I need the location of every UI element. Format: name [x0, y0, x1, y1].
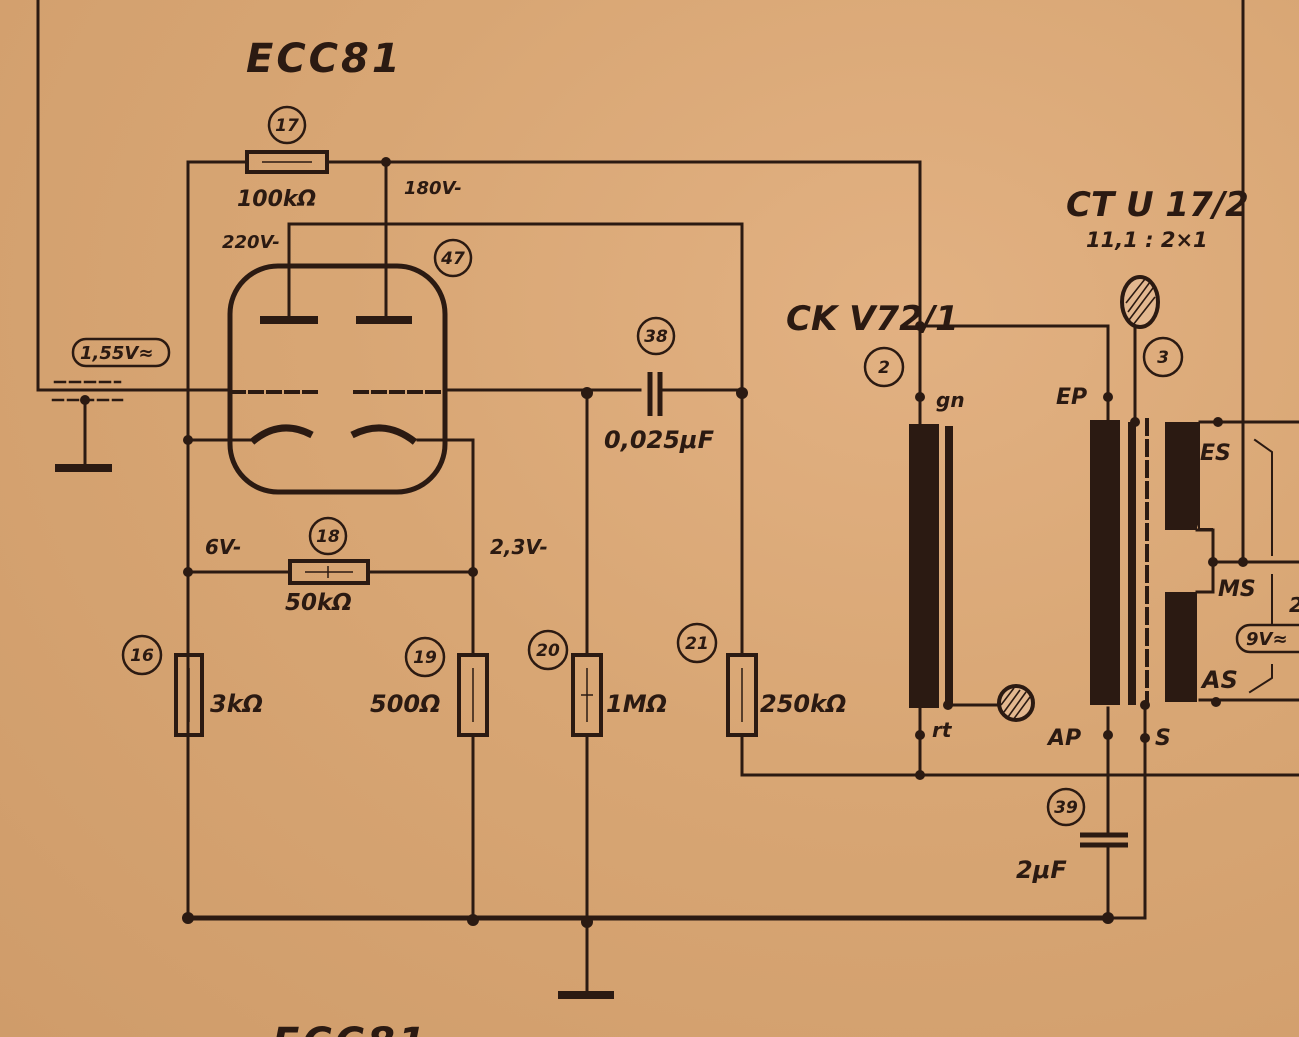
tap-ms: MS [1218, 577, 1256, 602]
transformer-ct [1090, 275, 1215, 707]
cathode-left-voltage: 6V- [205, 535, 241, 559]
input-ground-symbol [51, 380, 124, 472]
wires [36, 0, 1299, 997]
input-signal-voltage: 1,55V≈ [80, 343, 153, 364]
tube-type-label: ECC81 [246, 36, 403, 82]
tap-rt: rt [932, 718, 953, 742]
tube-envelope [227, 263, 448, 495]
ref-20: 20 [536, 641, 560, 661]
ct-ratio-label: 11,1 : 2×1 [1086, 228, 1208, 252]
tap-ep: EP [1056, 385, 1087, 410]
output-signal-badge [1235, 623, 1299, 654]
c39-value: 2μF [1016, 856, 1067, 884]
ref-circle-19 [404, 636, 446, 678]
resistor-16 [174, 653, 204, 737]
ref-18: 18 [316, 527, 340, 547]
resistor-20 [571, 653, 603, 737]
output-signal-voltage: 9V≈ [1246, 629, 1288, 650]
resistor-18 [288, 559, 370, 585]
ref-17: 17 [275, 116, 299, 136]
ref-21: 21 [685, 634, 709, 654]
tap-es: ES [1200, 441, 1231, 466]
ref-circle-16 [121, 634, 163, 676]
tap-gn: gn [936, 388, 965, 412]
ref-circle-47 [433, 238, 473, 278]
tube-ecc81 [227, 263, 448, 495]
ref-19: 19 [413, 648, 437, 668]
anode-left-voltage: 220V- [222, 232, 280, 253]
ct-shield-blob [1120, 275, 1160, 329]
c38-value: 0,025μF [604, 426, 715, 454]
ref-circle-3 [1142, 336, 1184, 378]
r21-value: 250kΩ [760, 690, 846, 718]
input-wire [36, 0, 77, 392]
cathode-left [249, 424, 314, 445]
ref-circle-20 [527, 629, 569, 671]
ck-to-ep-wire [918, 324, 1110, 422]
ref-3: 3 [1157, 348, 1169, 368]
cathode-right-voltage: 2,3V- [490, 535, 548, 559]
ref-circle-21 [676, 622, 718, 664]
cutoff-right-label: 2 [1289, 593, 1299, 617]
ref-circle-39 [1046, 787, 1086, 827]
ref-47: 47 [440, 249, 465, 269]
cathode-right-lead [416, 438, 475, 657]
tap-ap: AP [1046, 726, 1081, 751]
anode-right-voltage: 180V- [404, 178, 462, 199]
ref-circle-18 [308, 516, 348, 556]
anode-left-lead [287, 222, 744, 657]
ref-16: 16 [130, 646, 154, 666]
ref-38: 38 [644, 327, 668, 347]
r17-value: 100kΩ [237, 187, 316, 212]
cutoff-bottom-label: ECC81 [272, 1020, 429, 1037]
ck-transformer-label: CK V72/1 [786, 299, 959, 339]
r18-value: 50kΩ [285, 590, 352, 616]
input-signal-badge [71, 337, 171, 368]
ref-2: 2 [878, 358, 890, 378]
ref-circle-17 [267, 105, 307, 145]
ct-transformer-label: CT U 17/2 [1066, 185, 1249, 225]
tap-s: S [1155, 726, 1171, 751]
resistor-17 [245, 150, 329, 174]
ref-circle-2 [863, 346, 905, 388]
r20-value: 1MΩ [606, 690, 667, 718]
transformer-ck [909, 395, 1035, 722]
junctions [182, 157, 1248, 928]
ref-circle-38 [636, 316, 676, 356]
resistor-21 [726, 653, 758, 737]
ck-shield-blob [997, 684, 1035, 722]
resistor-19 [457, 653, 489, 737]
tap-as: AS [1200, 666, 1238, 694]
cathode-right [350, 424, 418, 445]
r19-value: 500Ω [370, 690, 441, 718]
capacitor-38 [647, 372, 663, 416]
ref-39: 39 [1054, 798, 1078, 818]
r16-value: 3kΩ [210, 690, 263, 718]
capacitor-39 [1080, 832, 1128, 848]
